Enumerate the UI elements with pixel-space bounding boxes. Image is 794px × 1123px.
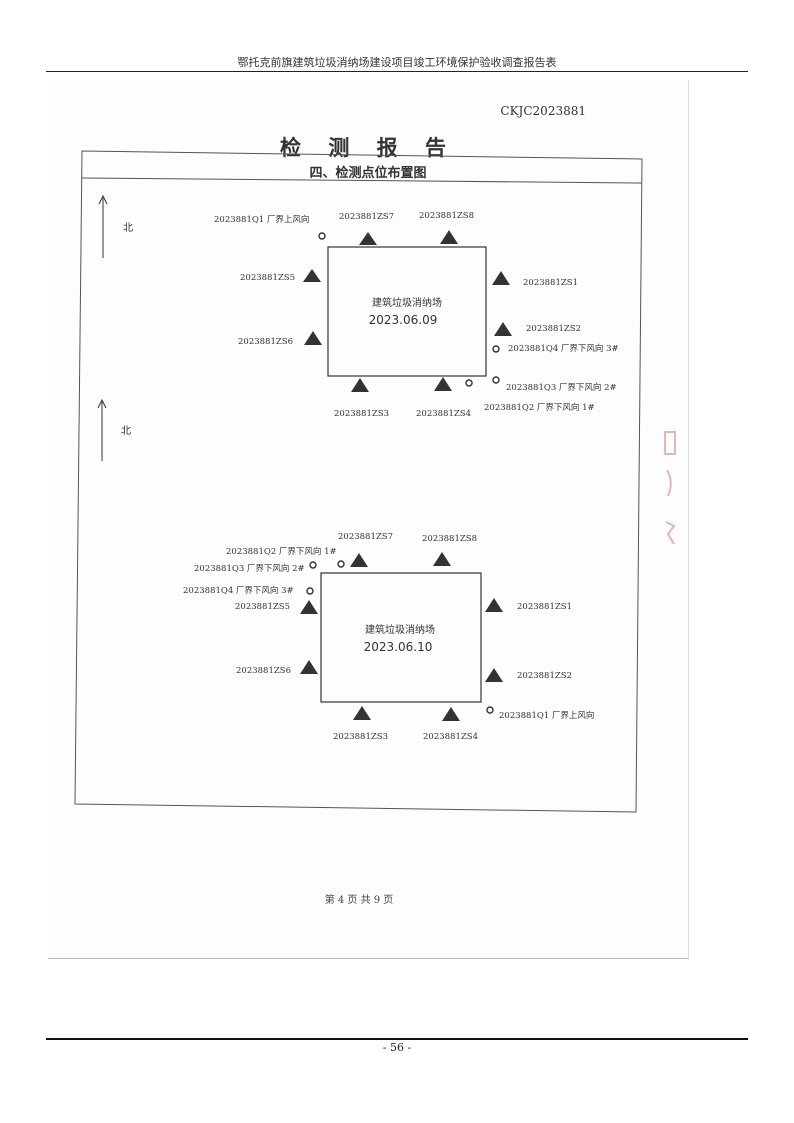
air-point-q3-marker-2 — [309, 561, 317, 569]
noise-point-zs6-marker-2 — [300, 660, 318, 674]
label-zs4: 2023881ZS4 — [416, 409, 471, 419]
label-q1: 2023881Q1 厂界上风向 — [214, 214, 309, 225]
air-point-q1-marker — [318, 232, 326, 240]
label-q4-2: 2023881Q4 厂界下风向 3# — [183, 585, 294, 596]
noise-point-zs5-marker-2 — [300, 600, 318, 614]
label-q2: 2023881Q2 厂界下风向 1# — [484, 402, 595, 413]
noise-point-zs3-marker-2 — [353, 706, 371, 720]
report-code: CKJC2023881 — [500, 104, 586, 118]
noise-point-zs5-marker — [303, 269, 321, 282]
footer-rule — [46, 1038, 748, 1040]
label-zs3-2: 2023881ZS3 — [333, 732, 388, 742]
noise-point-zs2-marker-2 — [485, 668, 503, 682]
survey-date-1: 2023.06.09 — [369, 313, 438, 327]
monitoring-layout-diagram: 北 建筑垃圾消纳场 2023.06.09 2023881Q1 厂界上风向 202… — [74, 150, 643, 906]
label-zs5: 2023881ZS5 — [240, 273, 295, 283]
map-1: 北 建筑垃圾消纳场 2023.06.09 2023881Q1 厂界上风向 202… — [98, 194, 619, 419]
noise-point-zs4-marker — [434, 377, 452, 391]
site-boundary-2 — [320, 572, 482, 703]
label-zs1: 2023881ZS1 — [523, 278, 578, 288]
label-zs7: 2023881ZS7 — [339, 212, 394, 222]
air-point-q1-marker-2 — [486, 706, 494, 714]
map-2: 北 建筑垃圾消纳场 2023.06.10 2023881ZS7 2023881Z… — [97, 398, 594, 742]
label-zs6: 2023881ZS6 — [238, 337, 293, 347]
noise-point-zs4-marker-2 — [442, 707, 460, 721]
noise-point-zs1-marker-2 — [485, 598, 503, 612]
label-zs3: 2023881ZS3 — [334, 409, 389, 419]
site-boundary-1 — [327, 246, 487, 377]
label-q2-2: 2023881Q2 厂界下风向 1# — [226, 546, 337, 557]
site-name-2: 建筑垃圾消纳场 — [365, 623, 435, 636]
scanned-report-page: CKJC2023881 检 测 报 告 四、检测点位布置图 — [48, 80, 689, 959]
air-point-q4-marker-2 — [306, 587, 314, 595]
north-label-2: 北 — [121, 425, 131, 437]
noise-point-zs7-marker-2 — [350, 553, 368, 567]
page-number: - 56 - — [382, 1041, 412, 1054]
diagram-frame — [74, 150, 643, 813]
noise-point-zs3-marker — [351, 378, 369, 392]
label-zs8-2: 2023881ZS8 — [422, 534, 477, 544]
label-q3-2: 2023881Q3 厂界下风向 2# — [194, 563, 305, 574]
label-q3: 2023881Q3 厂界下风向 2# — [506, 382, 617, 393]
north-label: 北 — [123, 222, 133, 234]
label-zs2: 2023881ZS2 — [526, 324, 581, 334]
label-zs2-2: 2023881ZS2 — [517, 671, 572, 681]
label-zs4-2: 2023881ZS4 — [423, 732, 478, 742]
label-zs5-2: 2023881ZS5 — [235, 602, 290, 612]
label-zs8: 2023881ZS8 — [419, 211, 474, 221]
noise-point-zs8-marker-2 — [433, 552, 451, 566]
document-header: 鄂托克前旗建筑垃圾消纳场建设项目竣工环境保护验收调查报告表 — [237, 56, 557, 69]
section-title: 四、检测点位布置图 — [309, 166, 427, 181]
north-arrow-icon — [98, 194, 108, 205]
air-point-q3-marker — [492, 376, 500, 384]
label-zs7-2: 2023881ZS7 — [338, 532, 393, 542]
air-point-q4-marker — [492, 345, 500, 353]
noise-point-zs7-marker — [359, 232, 377, 245]
title-rule — [81, 177, 643, 184]
north-arrow-icon — [97, 398, 107, 409]
noise-point-zs2-marker — [494, 322, 512, 336]
stamp-remnant — [664, 431, 676, 545]
noise-point-zs6-marker — [304, 331, 322, 345]
scan-page-indicator: 第 4 页 共 9 页 — [325, 893, 394, 906]
label-zs1-2: 2023881ZS1 — [517, 602, 572, 612]
air-point-q2-marker-2 — [337, 560, 345, 568]
survey-date-2: 2023.06.10 — [364, 640, 433, 654]
label-q1-2: 2023881Q1 厂界上风向 — [499, 710, 594, 721]
label-zs6-2: 2023881ZS6 — [236, 666, 291, 676]
noise-point-zs8-marker — [440, 230, 458, 244]
header-rule — [46, 71, 748, 72]
label-q4: 2023881Q4 厂界下风向 3# — [508, 343, 619, 354]
site-name-1: 建筑垃圾消纳场 — [372, 296, 442, 309]
air-point-q2-marker — [465, 379, 473, 387]
noise-point-zs1-marker — [492, 271, 510, 285]
